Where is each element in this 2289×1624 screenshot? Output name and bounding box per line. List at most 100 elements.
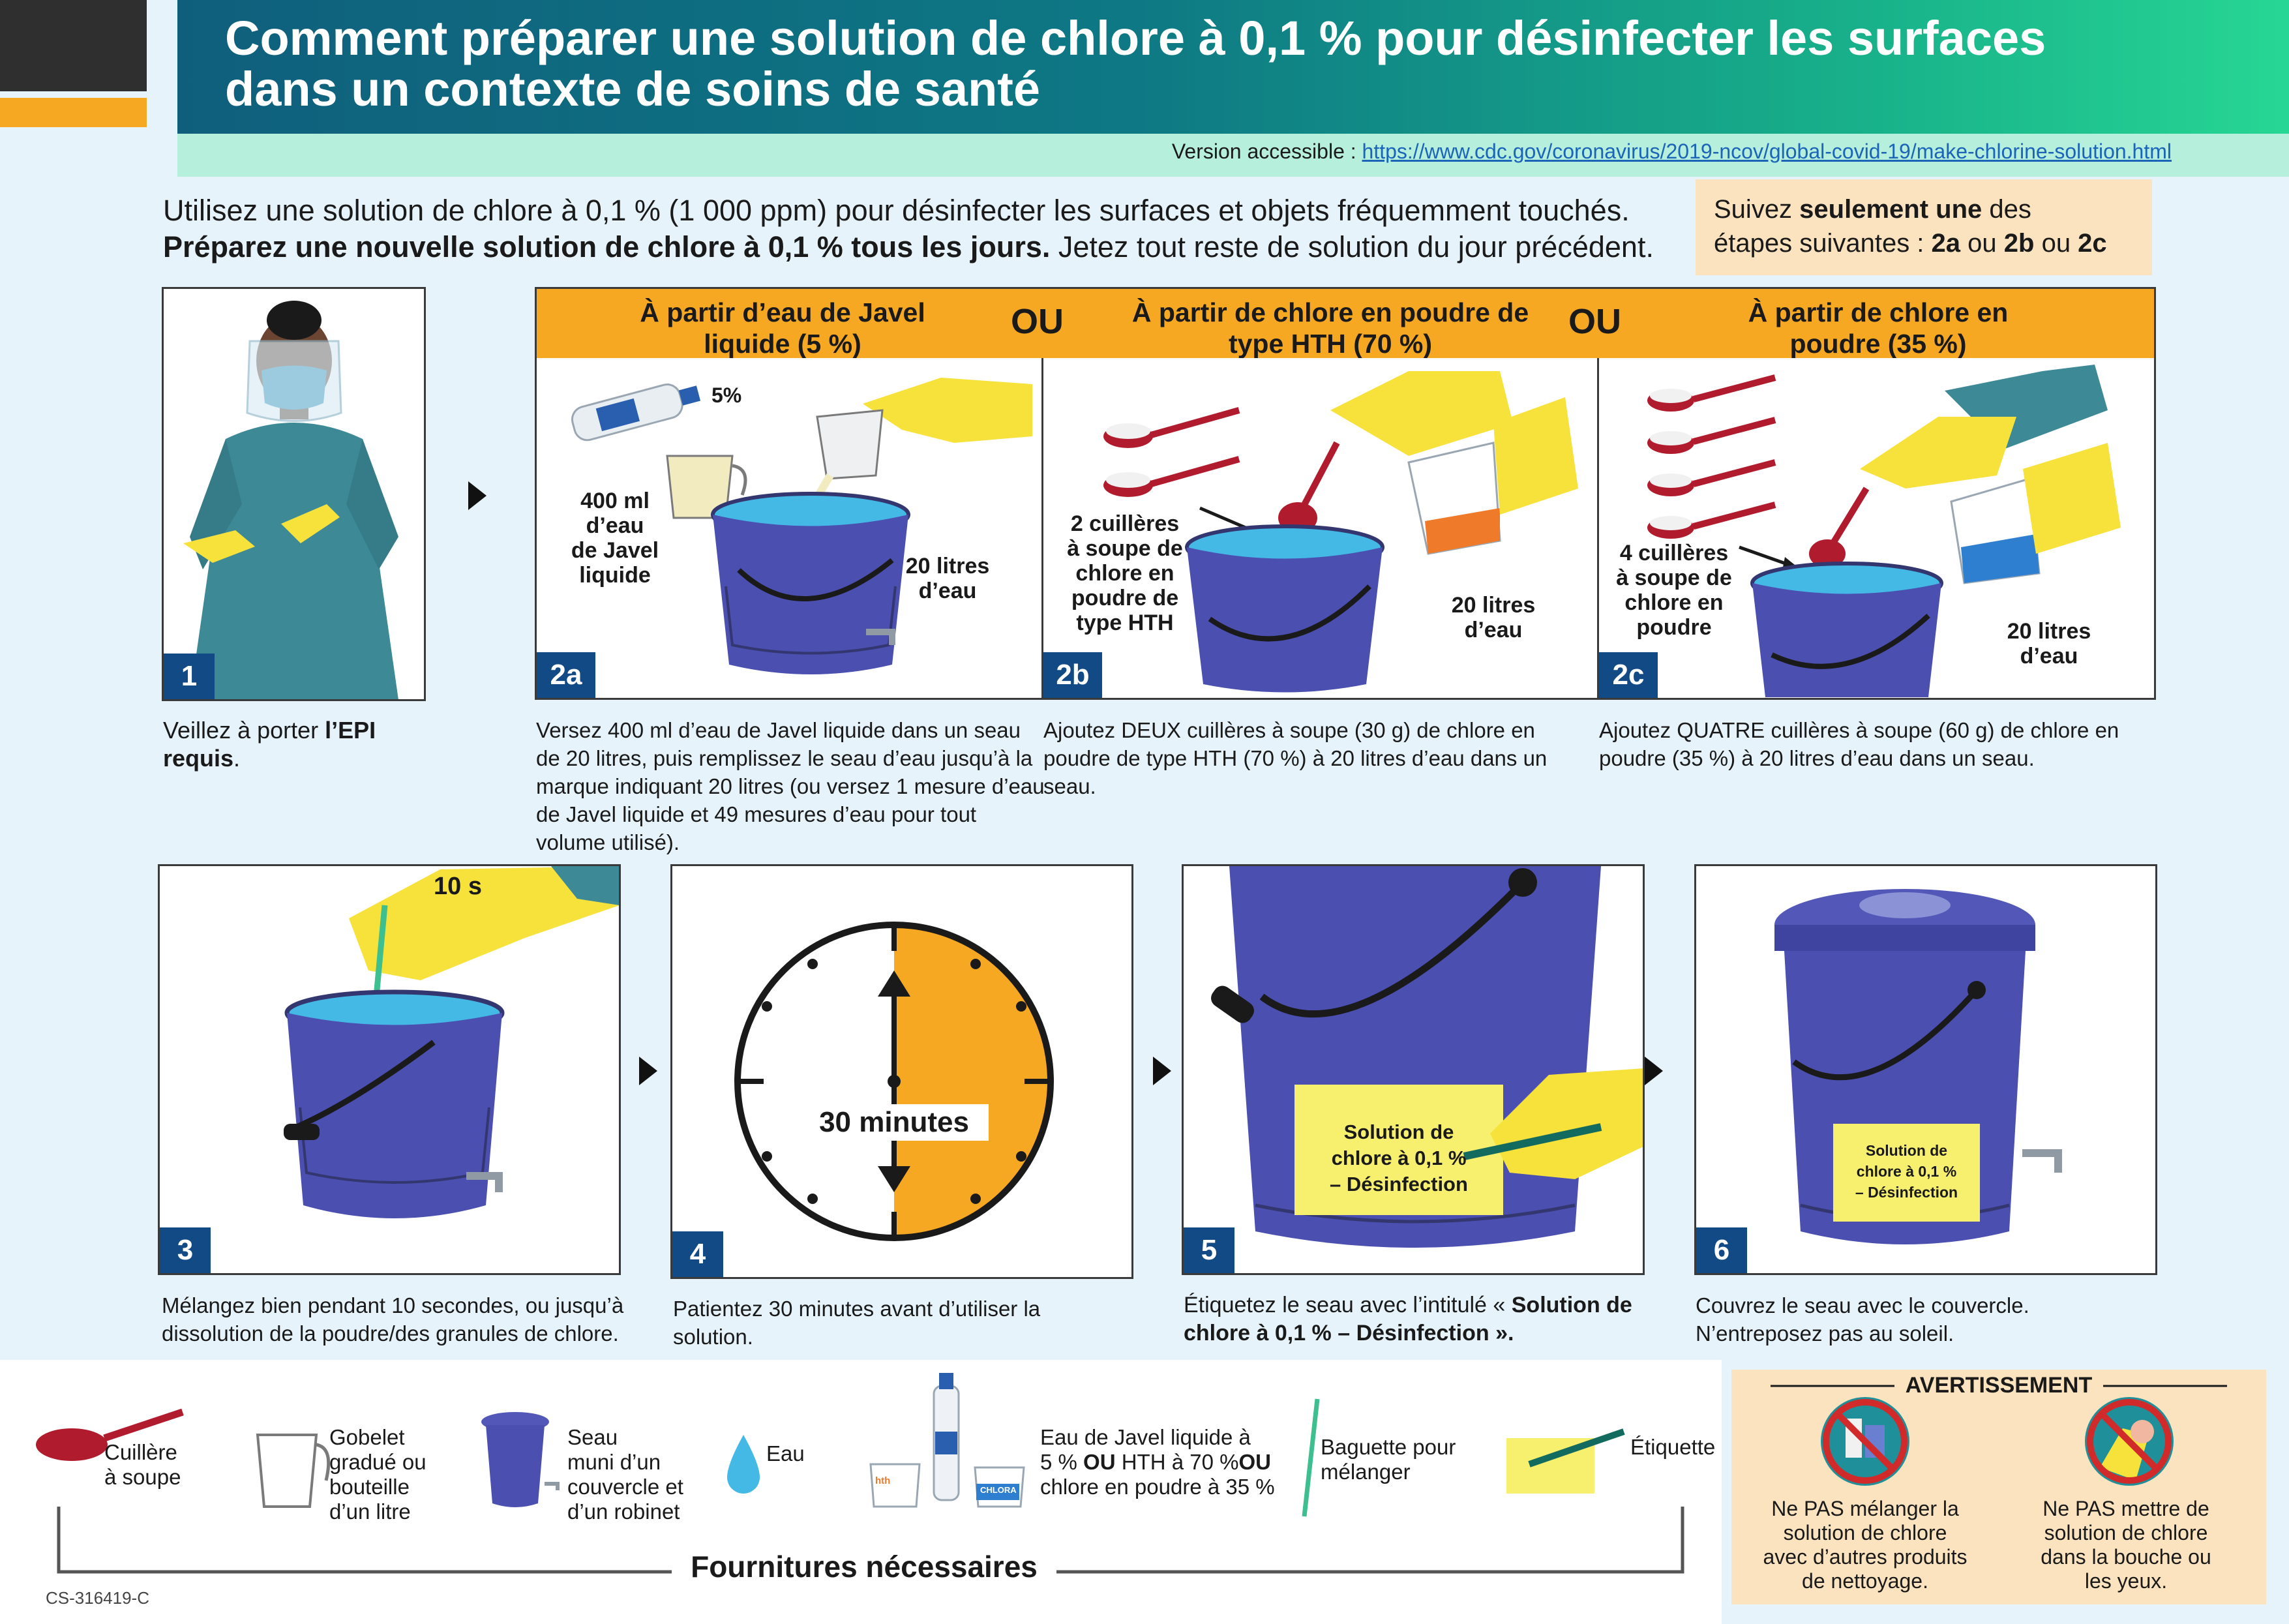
step1-caption-post: . bbox=[233, 745, 241, 772]
title-banner bbox=[177, 0, 2289, 134]
intro-line-1: Utilisez une solution de chlore à 0,1 % … bbox=[163, 194, 1630, 227]
or-separator-1: OU bbox=[1011, 302, 1064, 341]
step6-caption: Couvrez le seau avec le couvercle. N’entr… bbox=[1696, 1291, 2152, 1347]
corner-dark-block bbox=[0, 0, 147, 91]
choose-or-1: ou bbox=[1960, 229, 2004, 258]
supply-bucket-l2: muni d’un bbox=[567, 1450, 661, 1474]
accessible-url-link[interactable]: https://www.cdc.gov/coronavirus/2019-nco… bbox=[1362, 140, 2172, 163]
supply-stick-l1: Baguette pour bbox=[1321, 1435, 1456, 1459]
warning-1-l3: avec d’autres produits bbox=[1763, 1545, 1967, 1569]
warning-2-l4: les yeux. bbox=[2084, 1569, 2168, 1593]
step2b-dose-l5: type HTH bbox=[1076, 610, 1174, 635]
supply-bleach-or-2: OU bbox=[1238, 1450, 1271, 1474]
step2a-water-l1: 20 litres bbox=[905, 554, 990, 579]
step2b-water-l1: 20 litres bbox=[1451, 593, 1536, 618]
supplies-icons bbox=[36, 1373, 1684, 1574]
step2c-dose-l2: à soupe de bbox=[1616, 565, 1732, 590]
supply-stick-l2: mélanger bbox=[1321, 1460, 1411, 1484]
step4-caption: Patientez 30 minutes avant d’utiliser la… bbox=[673, 1297, 1041, 1349]
corner-orange-block bbox=[0, 98, 147, 127]
no-mixing-icon bbox=[1821, 1397, 1909, 1486]
step3-number: 3 bbox=[160, 1227, 211, 1273]
water-drop-icon bbox=[727, 1435, 760, 1494]
bucket-with-lid-icon bbox=[481, 1412, 560, 1507]
no-mouth-eyes-icon bbox=[2085, 1397, 2174, 1486]
step2b-caption: Ajoutez DEUX cuillères à soupe (30 g) de… bbox=[1043, 718, 1548, 798]
step2a-dose-l1: 400 ml d’eau bbox=[580, 489, 650, 538]
step1-caption: Veillez à porter l’EPI requis. bbox=[163, 716, 437, 772]
supply-bleach-label: Eau de Javel liquide à 5 % OU HTH à 70 %… bbox=[1040, 1425, 1275, 1499]
step5-caption-pre: Étiquetez le seau avec l’intitulé « bbox=[1184, 1293, 1512, 1317]
intro-bold: Préparez une nouvelle solution de chlore… bbox=[163, 230, 1051, 263]
option-a-header-l2: liquide (5 %) bbox=[704, 329, 861, 359]
step2c-dose-l1: 4 cuillères bbox=[1619, 541, 1729, 565]
options-header-band bbox=[535, 287, 2156, 360]
supply-cup-l2: gradué ou bbox=[329, 1450, 426, 1474]
step1-panel: 1 bbox=[162, 287, 426, 701]
title-line-2: dans un contexte de soins de santé bbox=[225, 62, 1041, 116]
intro-text: Utilisez une solution de chlore à 0,1 % … bbox=[163, 192, 1663, 265]
step6-caption-l2: N’entreposez pas au soleil. bbox=[1696, 1321, 1954, 1346]
step5-number: 5 bbox=[1184, 1227, 1234, 1273]
wait-time-label: 30 minutes bbox=[819, 1106, 969, 1138]
warning-2-l1: Ne PAS mettre de bbox=[2042, 1497, 2209, 1520]
step1-caption-bold: l’EPI requis bbox=[163, 717, 376, 772]
step2b-water-l2: d’eau bbox=[1464, 618, 1523, 642]
spoons-icon bbox=[1647, 374, 1776, 539]
supply-water-label: Eau bbox=[766, 1441, 805, 1466]
choose-2c: 2c bbox=[2078, 229, 2107, 258]
warning-box bbox=[1731, 1370, 2266, 1604]
supply-bleach-l3: chlore en poudre à 35 % bbox=[1040, 1475, 1275, 1499]
step3-caption: Mélangez bien pendant 10 secondes, ou ju… bbox=[162, 1293, 624, 1346]
warning-2-l3: dans la bouche ou bbox=[2041, 1545, 2211, 1569]
step5-label-l3: – Désinfection bbox=[1330, 1173, 1468, 1195]
step1-number: 1 bbox=[164, 654, 215, 699]
warning-icons bbox=[1771, 1385, 2227, 1486]
supply-label-label: Étiquette bbox=[1630, 1435, 1716, 1459]
step6-caption-l1: Couvrez le seau avec le couvercle. bbox=[1696, 1293, 2029, 1317]
step2a-caption: Versez 400 ml d’eau de Javel liquide dan… bbox=[536, 718, 1045, 854]
step2c-number: 2c bbox=[1599, 652, 1658, 698]
step2b-dose-l2: à soupe de bbox=[1067, 536, 1183, 561]
supply-bleach-l2-b: HTH à 70 % bbox=[1115, 1450, 1239, 1474]
label-icon bbox=[1506, 1428, 1625, 1494]
choose-one-box: Suivez seulement une des étapes suivante… bbox=[1696, 179, 2152, 275]
step6-label-l1: Solution de bbox=[1865, 1142, 1948, 1159]
covered-bucket-illustration bbox=[1774, 889, 2062, 1244]
supply-cup-l4: d’un litre bbox=[329, 1499, 411, 1524]
bleach-products-icon bbox=[869, 1373, 1025, 1508]
choose-pre: Suivez bbox=[1714, 195, 1800, 224]
step5-caption-bold: Solution de chlore à 0,1 % – Désinfectio… bbox=[1184, 1293, 1632, 1346]
spoon-icon bbox=[1103, 407, 1240, 497]
step5-caption: Étiquetez le seau avec l’intitulé « Solu… bbox=[1184, 1291, 1647, 1347]
step5-label-l2: chlore à 0,1 % bbox=[1331, 1147, 1467, 1169]
step2a-dose-l3: liquide bbox=[579, 563, 651, 588]
health-worker-illustration bbox=[183, 301, 398, 699]
supply-bucket-l1: Seau bbox=[567, 1425, 618, 1449]
supply-bleach-l2-a: 5 % bbox=[1040, 1450, 1084, 1474]
intro-rest: Jetez tout reste de solution du jour pré… bbox=[1050, 230, 1654, 263]
step2c-caption: Ajoutez QUATRE cuillères à soupe (60 g) … bbox=[1599, 718, 2119, 770]
step4-panel: 30 minutes 4 bbox=[670, 864, 1133, 1279]
step1-caption-pre: Veillez à porter bbox=[163, 717, 325, 744]
step5-caption-post: ». bbox=[1489, 1321, 1514, 1346]
step6-label-l3: – Désinfection bbox=[1855, 1184, 1958, 1201]
or-separator-2: OU bbox=[1568, 302, 1621, 341]
arrow-step1-to-2 bbox=[468, 481, 486, 510]
measuring-cup-icon bbox=[256, 1434, 331, 1508]
